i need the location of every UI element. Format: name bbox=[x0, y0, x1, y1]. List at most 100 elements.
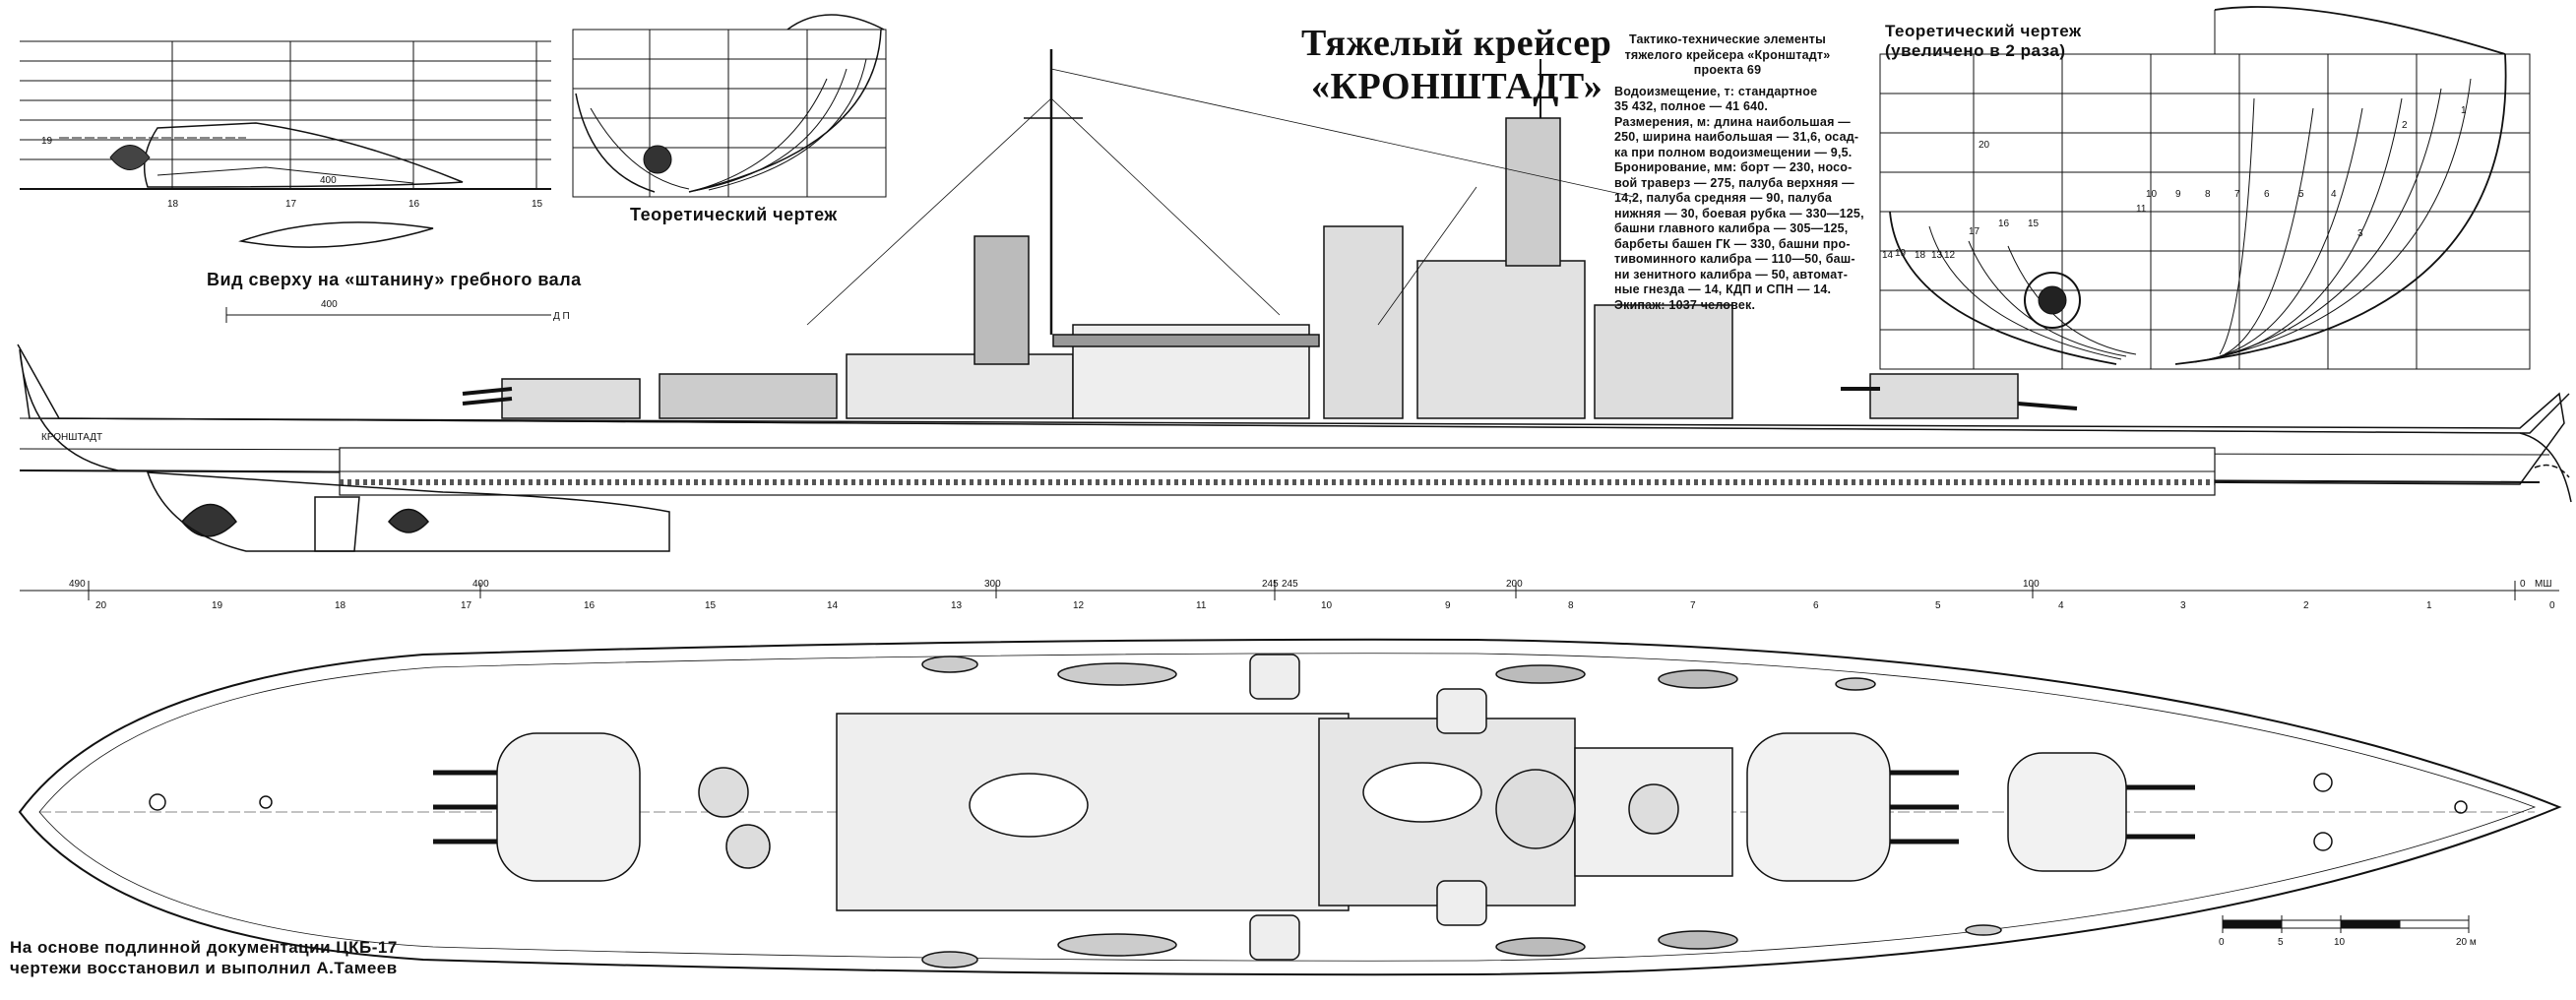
frame-200: 200 bbox=[1506, 579, 1523, 590]
credit-line1: На основе подлинной документации ЦКБ-17 bbox=[10, 938, 398, 957]
scale-bar bbox=[2222, 915, 2470, 933]
bp-large-8: 8 bbox=[2205, 189, 2211, 200]
bp-large-14: 14 bbox=[1882, 250, 1894, 261]
hull-name: КРОНШТАДТ bbox=[41, 432, 102, 443]
station-10: 10 bbox=[1321, 600, 1333, 611]
bp-large-12: 12 bbox=[1944, 250, 1956, 261]
station-8: 8 bbox=[1568, 600, 1574, 611]
station-0: 0 bbox=[2549, 600, 2555, 611]
bp-large-15: 15 bbox=[2028, 219, 2040, 229]
shaft-view-caption: Вид сверху на «штанину» гребного вала bbox=[207, 270, 582, 289]
specs-line: 35 432, полное — 41 640. bbox=[1614, 99, 1769, 113]
scale-10: 10 bbox=[2334, 937, 2346, 948]
bp-large-16: 16 bbox=[1998, 219, 2010, 229]
specs-line: Размерения, м: длина наибольшая — bbox=[1614, 114, 1851, 129]
station-6: 6 bbox=[1813, 600, 1819, 611]
frame-numbers: 490 400 300 245 245 200 100 0 МШ bbox=[69, 579, 2552, 590]
specs-line: вой траверз — 275, палуба верхняя — bbox=[1614, 175, 1854, 190]
large-bodyplan-caption: Теоретический чертеж (увеличено в 2 раза… bbox=[1885, 22, 2082, 61]
station-1: 1 bbox=[2426, 600, 2432, 611]
bodyplan-small bbox=[572, 14, 887, 198]
specs-line: Водоизмещение, т: стандартное bbox=[1614, 84, 1818, 98]
bp-large-17: 17 bbox=[1969, 226, 1980, 237]
specs-line: башни главного калибра — 305—125, bbox=[1614, 221, 1849, 235]
specs-line: 14,2, палуба средняя — 90, палуба bbox=[1614, 191, 1833, 205]
frame-400: 400 bbox=[472, 579, 489, 590]
large-bodyplan-caption-line1: Теоретический чертеж bbox=[1885, 22, 2082, 40]
station-12: 12 bbox=[1073, 600, 1085, 611]
specs-heading-line: проекта 69 bbox=[1693, 63, 1762, 77]
deck-plan bbox=[18, 638, 2562, 976]
small-bodyplan-caption: Теоретический чертеж bbox=[630, 205, 838, 224]
bp-large-18: 18 bbox=[1915, 250, 1926, 261]
shaft-topview bbox=[225, 221, 551, 323]
bodyplan-large bbox=[1879, 6, 2531, 370]
small-bodyplan-numbers: 19 18 17 16 15 400 bbox=[41, 136, 543, 210]
bp-small-18: 18 bbox=[167, 199, 179, 210]
specs-heading-line: Тактико-технические элементы bbox=[1629, 32, 1826, 46]
dp-label: Д П bbox=[553, 311, 570, 322]
specs-heading-line: тяжелого крейсера «Кронштадт» bbox=[1624, 47, 1831, 62]
specs-line: нижняя — 30, боевая рубка — 330—125, bbox=[1614, 206, 1864, 220]
station-3: 3 bbox=[2180, 600, 2186, 611]
specs-line: тивоминного калибра — 110—50, баш- bbox=[1614, 252, 1855, 266]
bp-large-13: 13 bbox=[1931, 250, 1943, 261]
bp-large-9: 9 bbox=[2175, 189, 2181, 200]
frame-245b: 245 bbox=[1282, 579, 1298, 590]
large-bodyplan-numbers: 20 19 18 17 16 15 14 13 12 11 10 9 8 7 6… bbox=[1882, 105, 2467, 261]
station-2: 2 bbox=[2303, 600, 2309, 611]
specs-heading: Тактико-технические элементы тяжелого кр… bbox=[1614, 32, 1841, 79]
specs-line: ни зенитного калибра — 50, автомат- bbox=[1614, 267, 1849, 281]
specs-line: Экипаж: 1037 человек. bbox=[1614, 297, 1756, 312]
bp-large-3: 3 bbox=[2357, 228, 2363, 239]
bp-large-20: 20 bbox=[1979, 140, 1990, 151]
frame-ruler bbox=[20, 581, 2559, 600]
station-5: 5 bbox=[1935, 600, 1941, 611]
bp-large-10: 10 bbox=[2146, 189, 2158, 200]
frame-245a: 245 bbox=[1262, 579, 1279, 590]
station-13: 13 bbox=[951, 600, 963, 611]
scale-0: 0 bbox=[2219, 937, 2225, 948]
frame-unit: МШ bbox=[2535, 579, 2552, 590]
bp-small-15: 15 bbox=[532, 199, 543, 210]
bp-large-2: 2 bbox=[2402, 120, 2408, 131]
bp-large-7: 7 bbox=[2234, 189, 2240, 200]
station-7: 7 bbox=[1690, 600, 1696, 611]
frame-300: 300 bbox=[984, 579, 1001, 590]
specs-line: ка при полном водоизмещении — 9,5. bbox=[1614, 145, 1853, 159]
frame-100: 100 bbox=[2023, 579, 2040, 590]
bp-large-11: 11 bbox=[2136, 204, 2147, 215]
specs-body: Водоизмещение, т: стандартное 35 432, по… bbox=[1614, 84, 1864, 314]
shaft-dim-400: 400 bbox=[321, 299, 338, 310]
station-11: 11 bbox=[1196, 600, 1207, 611]
scale-5: 5 bbox=[2278, 937, 2284, 948]
bp-large-1: 1 bbox=[2461, 105, 2467, 116]
specs-line: ные гнезда — 14, КДП и СПН — 14. bbox=[1614, 282, 1832, 296]
title-block: Тяжелый крейсер «КРОНШТАДТ» bbox=[1301, 22, 1611, 108]
station-14: 14 bbox=[827, 600, 839, 611]
frame-490: 490 bbox=[69, 579, 86, 590]
specs-line: Бронирование, мм: борт — 230, носо- bbox=[1614, 160, 1853, 174]
title-line1: Тяжелый крейсер bbox=[1301, 23, 1612, 64]
frame-0: 0 bbox=[2520, 579, 2526, 590]
scale-20: 20 м bbox=[2456, 937, 2477, 948]
credit-line2: чертежи восстановил и выполнил А.Тамеев bbox=[10, 959, 398, 977]
bp-large-5: 5 bbox=[2298, 189, 2304, 200]
shaft-profile bbox=[20, 40, 551, 190]
credit-block: На основе подлинной документации ЦКБ-17 … bbox=[10, 937, 398, 978]
large-bodyplan-caption-line2: (увеличено в 2 раза) bbox=[1885, 41, 2066, 60]
bp-small-400: 400 bbox=[320, 175, 337, 186]
specs-line: барбеты башен ГК — 330, башни про- bbox=[1614, 236, 1851, 251]
scale-labels: 0 5 10 20 м bbox=[2219, 937, 2477, 948]
station-20: 20 bbox=[95, 600, 107, 611]
station-16: 16 bbox=[584, 600, 596, 611]
station-17: 17 bbox=[461, 600, 472, 611]
bp-large-4: 4 bbox=[2331, 189, 2337, 200]
station-18: 18 bbox=[335, 600, 346, 611]
specs-block: Тактико-технические элементы тяжелого кр… bbox=[1614, 32, 1864, 314]
station-4: 4 bbox=[2058, 600, 2064, 611]
station-9: 9 bbox=[1445, 600, 1451, 611]
specs-line: 250, ширина наибольшая — 31,6, осад- bbox=[1614, 130, 1859, 144]
title-line2: «КРОНШТАДТ» bbox=[1311, 66, 1603, 107]
